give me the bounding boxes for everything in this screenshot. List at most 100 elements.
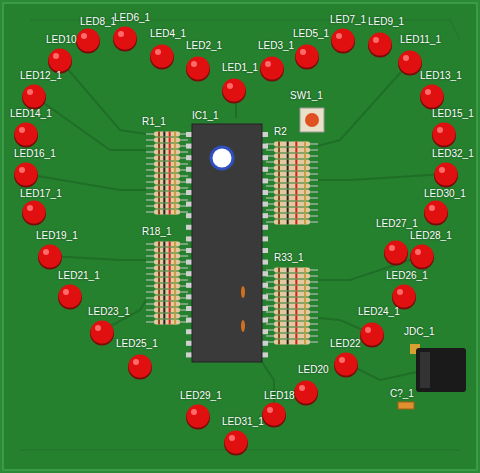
resistor-band bbox=[278, 280, 280, 285]
resistor-band bbox=[304, 328, 306, 333]
resistor-band bbox=[295, 316, 297, 321]
led-designator: LED1_1 bbox=[222, 62, 258, 74]
led-highlight bbox=[425, 89, 431, 95]
resistor-band bbox=[304, 304, 306, 309]
led-highlight bbox=[81, 33, 87, 39]
resistor-band bbox=[163, 180, 165, 185]
resistor-band bbox=[304, 292, 306, 297]
led-shadow bbox=[420, 86, 444, 110]
resistor-band bbox=[278, 160, 280, 165]
resistor-band bbox=[163, 254, 165, 259]
resistor-band bbox=[174, 278, 176, 283]
resistor-band bbox=[158, 302, 160, 307]
led-designator: LED26_1 bbox=[386, 270, 428, 282]
resistor-band bbox=[158, 204, 160, 209]
resistor-band bbox=[174, 144, 176, 149]
led-highlight bbox=[397, 289, 403, 295]
resistor-body bbox=[154, 204, 180, 209]
resistor-band bbox=[169, 198, 171, 203]
resistor-body bbox=[154, 314, 180, 319]
resistor-band bbox=[158, 248, 160, 253]
led-shadow bbox=[14, 164, 38, 188]
led-designator: LED21_1 bbox=[58, 270, 100, 282]
resistor-band bbox=[295, 184, 297, 189]
led bbox=[435, 163, 458, 186]
resistor-band bbox=[158, 290, 160, 295]
resistor-body bbox=[274, 172, 310, 177]
led bbox=[23, 85, 46, 108]
resistor-band bbox=[304, 268, 306, 273]
led-designator: LED14_1 bbox=[10, 108, 52, 120]
led bbox=[15, 163, 38, 186]
resistor-band bbox=[278, 322, 280, 327]
resistor-band bbox=[169, 308, 171, 313]
resistor-band bbox=[158, 254, 160, 259]
led-designator: LED11_1 bbox=[400, 34, 441, 46]
led bbox=[335, 353, 358, 376]
led bbox=[23, 201, 46, 224]
resistor-band bbox=[174, 156, 176, 161]
led-shadow bbox=[22, 86, 46, 110]
led-shadow bbox=[76, 30, 100, 54]
resistor-band bbox=[278, 214, 280, 219]
resistor-body bbox=[154, 278, 180, 283]
led-designator: LED30_1 bbox=[424, 188, 466, 200]
led-shadow bbox=[360, 324, 384, 348]
led-highlight bbox=[403, 55, 409, 61]
resistor-band bbox=[163, 284, 165, 289]
resistor-band bbox=[174, 308, 176, 313]
resistor-band bbox=[304, 220, 306, 225]
led-shadow bbox=[392, 286, 416, 310]
resistor-band bbox=[158, 278, 160, 283]
resistor-band bbox=[295, 322, 297, 327]
led-shadow bbox=[38, 246, 62, 270]
resistor-band bbox=[169, 156, 171, 161]
led-highlight bbox=[191, 61, 197, 67]
resistor-band bbox=[278, 202, 280, 207]
resistor-band bbox=[158, 308, 160, 313]
resistor-band bbox=[158, 174, 160, 179]
resistor-band bbox=[287, 310, 289, 315]
resistor-body bbox=[274, 202, 310, 207]
resistor-band bbox=[278, 178, 280, 183]
resistor-band bbox=[158, 198, 160, 203]
resistor-band bbox=[304, 208, 306, 213]
resistor-body bbox=[274, 340, 310, 345]
led-shadow bbox=[113, 28, 137, 52]
copper-traces bbox=[20, 20, 460, 450]
led bbox=[114, 27, 137, 50]
resistor-band bbox=[304, 160, 306, 165]
resistor-band bbox=[169, 138, 171, 143]
resistor-band bbox=[163, 132, 165, 137]
resistor-band bbox=[174, 302, 176, 307]
resistor-band bbox=[174, 242, 176, 247]
ic-pin1-mark bbox=[211, 147, 233, 169]
led-shadow bbox=[432, 124, 456, 148]
resistor-band bbox=[287, 190, 289, 195]
led-shadow bbox=[48, 50, 72, 74]
led-shadow bbox=[22, 202, 46, 226]
resistor-band bbox=[163, 150, 165, 155]
resistor-band bbox=[163, 198, 165, 203]
resistor-band bbox=[169, 320, 171, 325]
led-highlight bbox=[336, 33, 342, 39]
resistor-body bbox=[154, 156, 180, 161]
resistor-band bbox=[278, 208, 280, 213]
led-shadow bbox=[150, 46, 174, 70]
resistor-body bbox=[154, 296, 180, 301]
resistor-band bbox=[158, 180, 160, 185]
resistor-band bbox=[304, 166, 306, 171]
resistor-band bbox=[295, 268, 297, 273]
part-designator: IC1_1 bbox=[192, 110, 219, 122]
resistor-band bbox=[174, 168, 176, 173]
led bbox=[187, 57, 210, 80]
resistor-band bbox=[287, 208, 289, 213]
resistor-band bbox=[169, 254, 171, 259]
resistor-band bbox=[158, 138, 160, 143]
resistor-band bbox=[169, 174, 171, 179]
resistor-band bbox=[158, 320, 160, 325]
led-shadow bbox=[398, 52, 422, 76]
led-highlight bbox=[118, 31, 124, 37]
resistor-band bbox=[163, 204, 165, 209]
